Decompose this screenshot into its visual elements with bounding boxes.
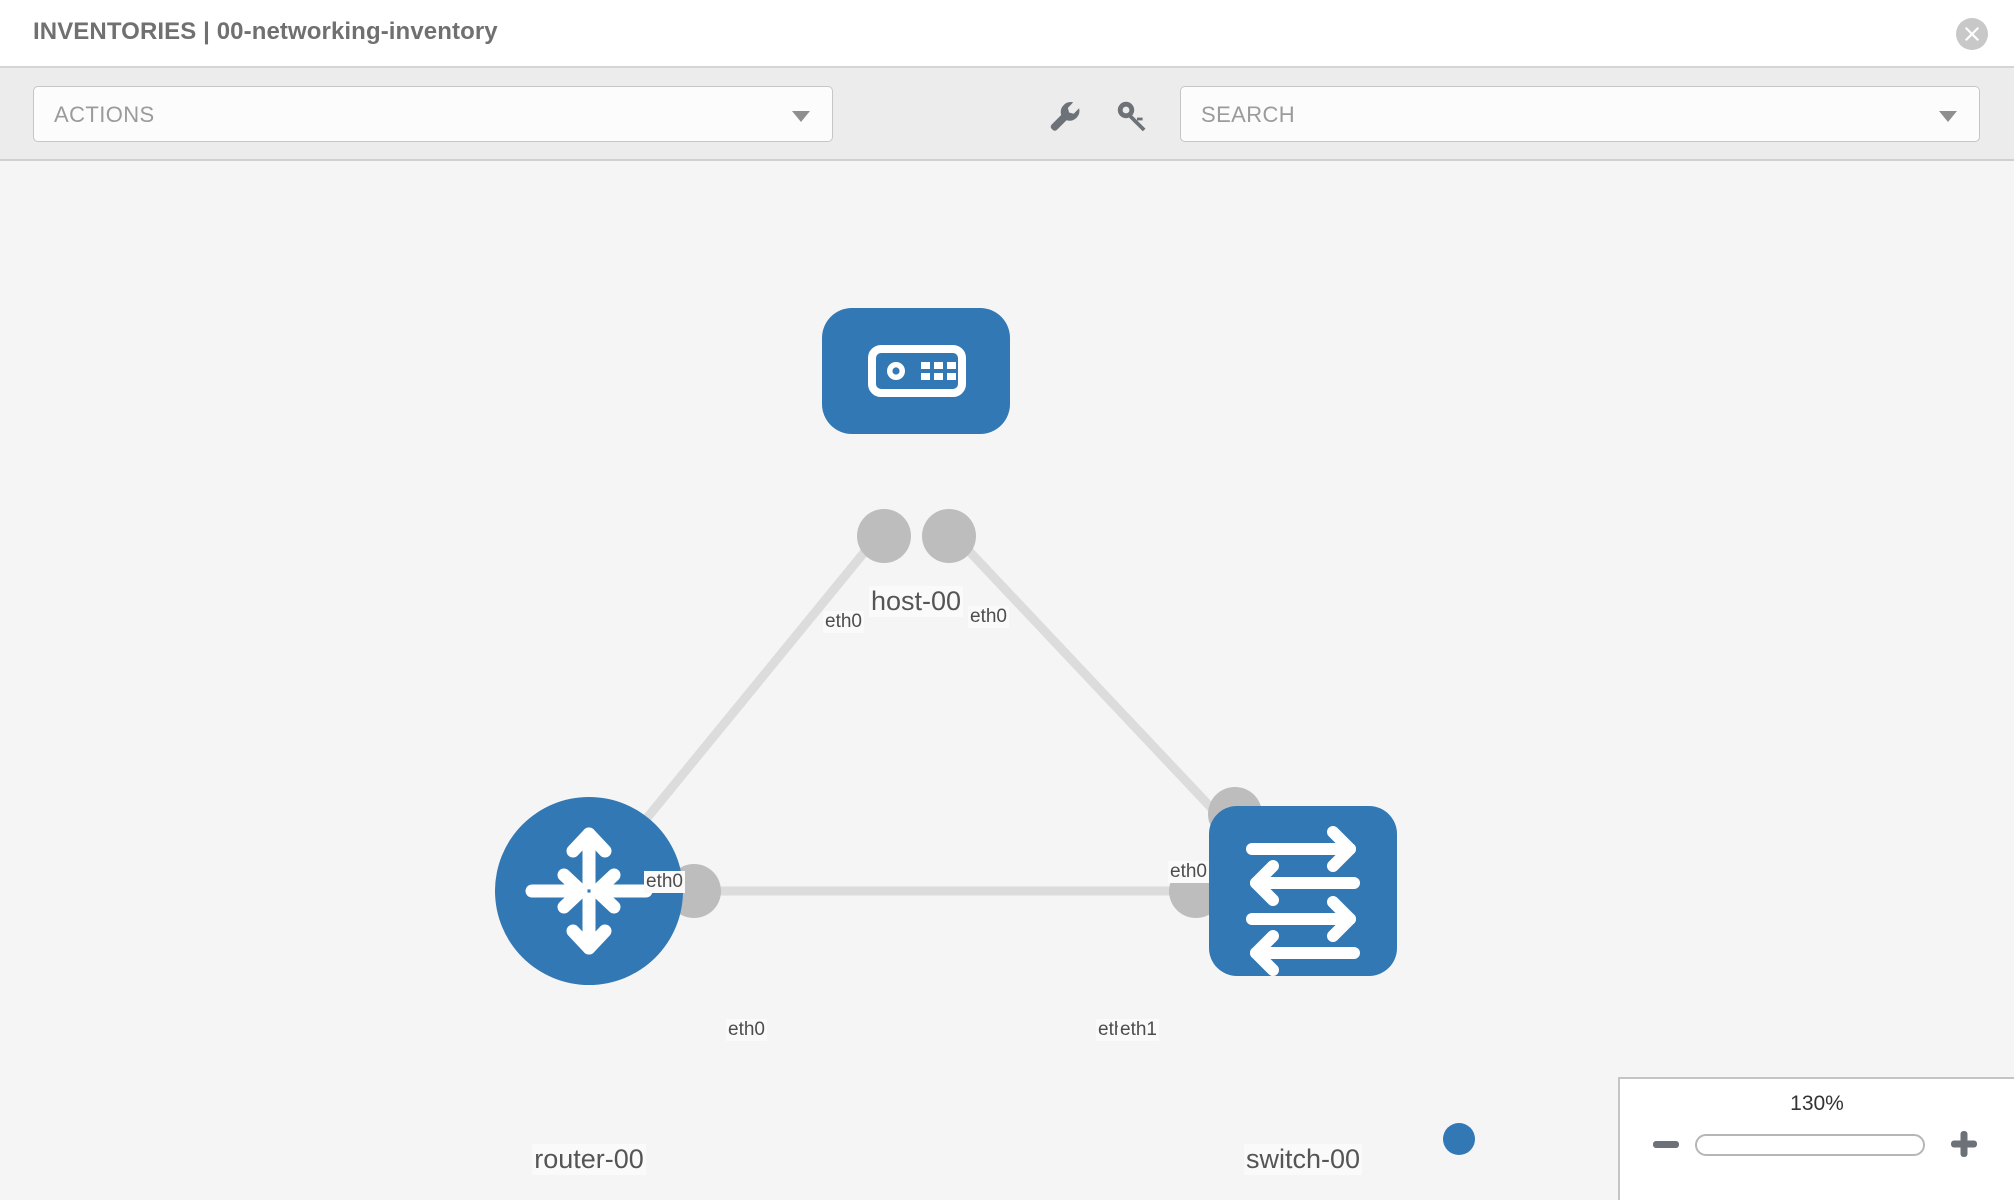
actions-dropdown-label: ACTIONS — [54, 102, 155, 127]
node-label-router-00: router-00 — [532, 1144, 646, 1175]
node-host-00[interactable] — [822, 308, 1010, 434]
switch-arrows-icon — [1246, 826, 1360, 976]
topology-graph — [495, 308, 1397, 985]
zoom-slider-track[interactable] — [1695, 1134, 1925, 1156]
node-router-00[interactable] — [495, 797, 683, 985]
router-arrows-icon — [525, 827, 653, 955]
zoom-slider-thumb[interactable] — [1443, 1123, 1475, 1155]
close-icon[interactable] — [1956, 18, 1988, 50]
search-placeholder-label: SEARCH — [1201, 102, 1296, 127]
actions-dropdown[interactable]: ACTIONS — [33, 86, 833, 142]
search-input[interactable]: SEARCH — [1180, 86, 1980, 142]
node-switch-00[interactable] — [1209, 806, 1397, 976]
zoom-percent-label: 130% — [1790, 1092, 1844, 1115]
anchor-host00-eth0-left[interactable] — [857, 509, 911, 563]
edge-label-switch00-eth1: eth1 — [1118, 1019, 1159, 1041]
topology-anchors — [667, 509, 1262, 918]
link-host00-router00[interactable] — [616, 530, 884, 854]
plus-icon[interactable] — [1947, 1127, 1981, 1161]
edge-label-host00-eth0-left: eth0 — [823, 611, 864, 633]
edge-label-host00-eth0-right: eth0 — [968, 606, 1009, 628]
anchor-host00-eth0-right[interactable] — [922, 509, 976, 563]
title-bar: INVENTORIES | 00-networking-inventory — [0, 0, 2014, 68]
zoom-control-panel: 130% — [1618, 1077, 2014, 1200]
page-title: INVENTORIES | 00-networking-inventory — [33, 18, 498, 45]
node-label-host-00: host-00 — [868, 586, 964, 617]
edge-label-switch00-uplink-eth0: eth0 — [1168, 861, 1209, 883]
chevron-down-icon — [792, 111, 810, 122]
link-host00-switch00[interactable] — [948, 529, 1239, 837]
edge-label-router00-eth0: eth0 — [726, 1019, 767, 1041]
topology-canvas[interactable]: host-00 router-00 switch-00 eth0 eth0 et… — [0, 161, 2014, 1200]
minus-icon[interactable] — [1649, 1127, 1683, 1161]
server-icon — [868, 345, 966, 397]
chevron-down-icon — [1939, 111, 1957, 122]
key-icon[interactable] — [1113, 96, 1151, 134]
wrench-icon[interactable] — [1045, 96, 1083, 134]
node-label-switch-00: switch-00 — [1243, 1144, 1363, 1175]
edge-label-router00-uplink-eth0: eth0 — [644, 871, 685, 893]
topology-links — [616, 529, 1239, 896]
toolbar: ACTIONS SEARCH — [0, 68, 2014, 161]
